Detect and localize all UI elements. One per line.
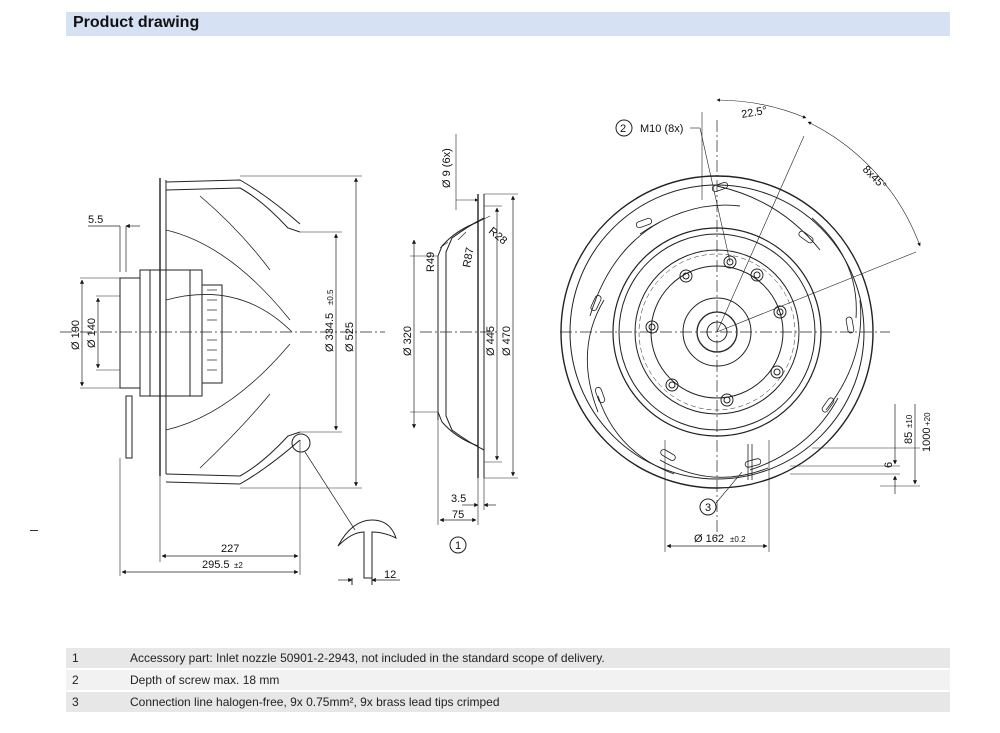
nozzle-view bbox=[410, 134, 518, 554]
dim-d162-tol: ±0.2 bbox=[730, 535, 746, 544]
dim-295: 295.5 bbox=[202, 559, 230, 571]
dim-6: 6 bbox=[883, 462, 895, 468]
note-text: Depth of screw max. 18 mm bbox=[124, 670, 950, 690]
dim-d445: Ø 445 bbox=[485, 326, 497, 356]
dim-d190: Ø 190 bbox=[70, 320, 82, 350]
dim-d140: Ø 140 bbox=[86, 318, 98, 348]
dim-d320: Ø 320 bbox=[402, 326, 414, 356]
motor-housing bbox=[139, 269, 203, 397]
detail-profile bbox=[337, 519, 397, 579]
hub-ring bbox=[682, 297, 752, 367]
dim-d470: Ø 470 bbox=[501, 326, 513, 356]
note-text: Connection line halogen-free, 9x 0.75mm²… bbox=[124, 692, 950, 712]
dim-85: 85 bbox=[903, 432, 915, 444]
callout-2-circle bbox=[615, 119, 633, 137]
dim-22-5: 22.5° bbox=[740, 105, 768, 121]
note-text: Accessory part: Inlet nozzle 50901-2-294… bbox=[124, 648, 950, 668]
side-view-labels: 5.5 Ø 190 Ø 140 Ø 334.5 ±0.5 Ø 525 227 2… bbox=[70, 214, 396, 581]
side-view bbox=[60, 175, 400, 585]
connection-cable bbox=[125, 395, 133, 459]
section-title: Product drawing bbox=[73, 14, 200, 31]
note-row: 1 Accessory part: Inlet nozzle 50901-2-2… bbox=[66, 648, 950, 668]
impeller-shroud-bottom bbox=[165, 431, 301, 477]
front-view bbox=[560, 98, 921, 552]
callout-1-circle bbox=[449, 536, 467, 554]
callout-2-label: 2 bbox=[620, 123, 626, 135]
section-header: Product drawing bbox=[66, 12, 950, 36]
dim-3-5: 3.5 bbox=[451, 493, 466, 505]
callout-3-label: 3 bbox=[705, 502, 711, 514]
blades bbox=[586, 185, 862, 478]
dim-5-5: 5.5 bbox=[88, 214, 103, 226]
dim-r87: R87 bbox=[461, 247, 476, 269]
front-view-labels: 2 M10 (8x) 22.5° 8x45° 85 ±10 1000 +20 6… bbox=[620, 105, 933, 545]
dim-75: 75 bbox=[452, 509, 464, 521]
dim-12: 12 bbox=[384, 569, 396, 581]
note-number: 1 bbox=[66, 648, 124, 668]
detail-circle bbox=[291, 433, 311, 453]
dim-85-tol: ±10 bbox=[905, 414, 914, 428]
inner-shroud bbox=[612, 227, 822, 437]
nozzle-view-labels: Ø 9 (6x) R49 R87 R28 Ø 320 Ø 445 Ø 470 3… bbox=[402, 148, 513, 552]
product-drawing: 5.5 Ø 190 Ø 140 Ø 334.5 ±0.5 Ø 525 227 2… bbox=[60, 98, 933, 585]
dim-d525: Ø 525 bbox=[344, 322, 356, 352]
note-number: 2 bbox=[66, 670, 124, 690]
dim-1000: 1000 bbox=[921, 428, 933, 452]
dim-d162: Ø 162 bbox=[694, 533, 724, 545]
nozzle-profile-bottom bbox=[437, 411, 479, 447]
note-number: 3 bbox=[66, 692, 124, 712]
dim-227: 227 bbox=[221, 543, 239, 555]
motor-ring bbox=[634, 249, 800, 415]
motor-rotor bbox=[119, 277, 141, 389]
margin-dash bbox=[30, 530, 38, 531]
dim-d334: Ø 334.5 bbox=[324, 313, 336, 352]
dim-r49: R49 bbox=[425, 252, 437, 272]
dim-d9: Ø 9 (6x) bbox=[441, 148, 453, 188]
outer-ring bbox=[560, 175, 874, 489]
dim-8x45: 8x45° bbox=[860, 164, 888, 192]
dim-295-tol: ±2 bbox=[234, 561, 243, 570]
callout-1-label: 1 bbox=[455, 540, 461, 552]
impeller-shroud-top bbox=[165, 187, 301, 233]
dim-m10: M10 (8x) bbox=[640, 123, 683, 135]
note-row: 2 Depth of screw max. 18 mm bbox=[66, 670, 950, 690]
note-row: 3 Connection line halogen-free, 9x 0.75m… bbox=[66, 692, 950, 712]
notes-table: 1 Accessory part: Inlet nozzle 50901-2-2… bbox=[66, 646, 950, 714]
motor-hub bbox=[201, 284, 223, 384]
dim-d334-tol: ±0.5 bbox=[326, 289, 335, 305]
dim-r28: R28 bbox=[486, 225, 509, 247]
mounting-holes bbox=[645, 255, 787, 407]
dim-1000-tol: +20 bbox=[923, 412, 932, 426]
impeller-blade bbox=[165, 229, 291, 321]
shaft bbox=[696, 311, 738, 353]
callout-3-circle bbox=[699, 498, 717, 516]
